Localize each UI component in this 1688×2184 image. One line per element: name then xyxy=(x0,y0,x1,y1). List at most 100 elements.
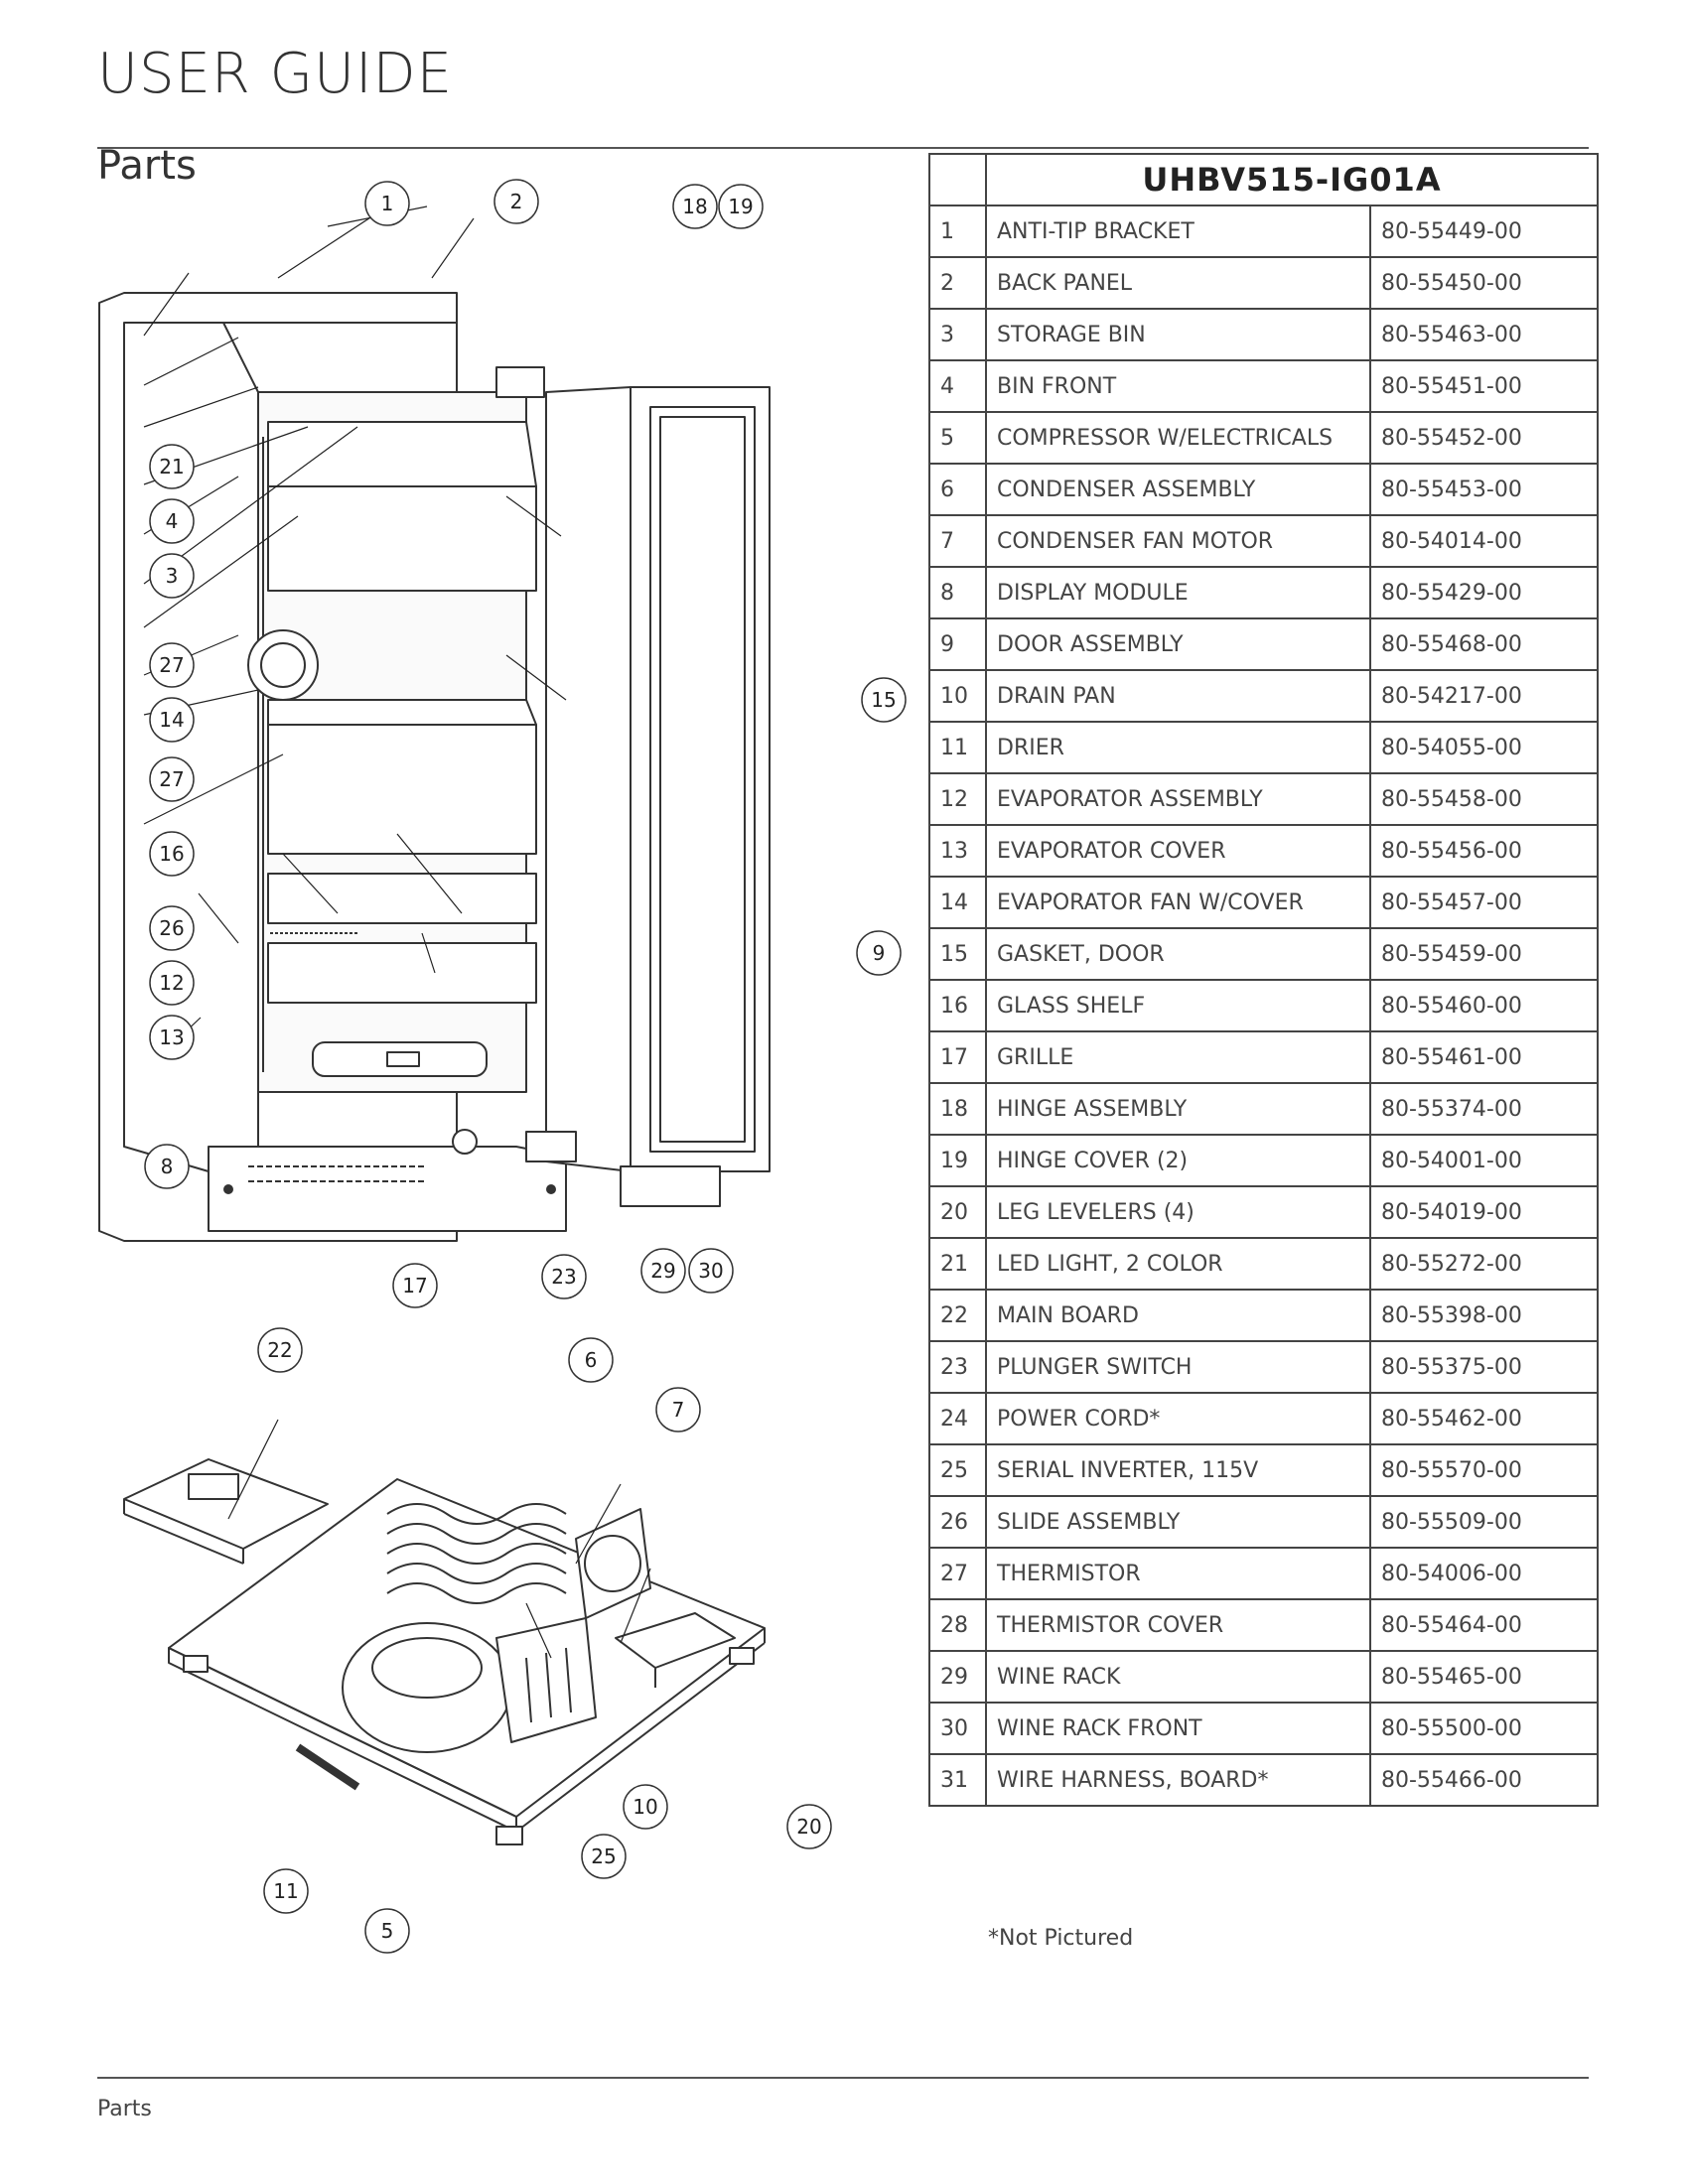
part-index: 3 xyxy=(928,308,987,361)
part-number: 80-54006-00 xyxy=(1369,1547,1599,1600)
part-name: EVAPORATOR COVER xyxy=(985,824,1371,878)
part-name: BIN FRONT xyxy=(985,359,1371,413)
svg-text:23: 23 xyxy=(551,1265,576,1289)
part-index: 26 xyxy=(928,1495,987,1549)
part-number: 80-54014-00 xyxy=(1369,514,1599,568)
svg-text:22: 22 xyxy=(267,1338,292,1362)
condenser-coil xyxy=(386,1503,567,1604)
section-title: Parts xyxy=(97,143,197,189)
page-title: USER GUIDE xyxy=(97,42,454,106)
part-index: 11 xyxy=(928,721,987,774)
part-name: COMPRESSOR W/ELECTRICALS xyxy=(985,411,1371,465)
part-index: 7 xyxy=(928,514,987,568)
part-index: 29 xyxy=(928,1650,987,1704)
part-number: 80-55463-00 xyxy=(1369,308,1599,361)
part-name: CONDENSER ASSEMBLY xyxy=(985,463,1371,516)
part-number: 80-55468-00 xyxy=(1369,617,1599,671)
part-number: 80-55460-00 xyxy=(1369,979,1599,1032)
part-name: DRAIN PAN xyxy=(985,669,1371,723)
part-number: 80-55429-00 xyxy=(1369,566,1599,619)
part-number: 80-55461-00 xyxy=(1369,1030,1599,1084)
part-number: 80-55451-00 xyxy=(1369,359,1599,413)
svg-text:6: 6 xyxy=(585,1348,598,1372)
part-index: 28 xyxy=(928,1598,987,1652)
svg-text:10: 10 xyxy=(633,1795,657,1819)
table-header-row: UHBV515-IG01A xyxy=(928,153,1599,206)
part-name: LEG LEVELERS (4) xyxy=(985,1185,1371,1239)
svg-text:21: 21 xyxy=(159,455,184,478)
part-index: 19 xyxy=(928,1134,987,1187)
svg-text:19: 19 xyxy=(728,195,753,218)
cooling-deck-drawing xyxy=(123,1458,766,1845)
part-number: 80-54001-00 xyxy=(1369,1134,1599,1187)
part-index: 31 xyxy=(928,1753,987,1807)
svg-text:26: 26 xyxy=(159,916,184,940)
part-name: THERMISTOR COVER xyxy=(985,1598,1371,1652)
part-index: 30 xyxy=(928,1702,987,1755)
part-index: 1 xyxy=(928,205,987,258)
part-name: DRIER xyxy=(985,721,1371,774)
part-index: 13 xyxy=(928,824,987,878)
svg-text:4: 4 xyxy=(166,509,179,533)
part-name: WINE RACK FRONT xyxy=(985,1702,1371,1755)
part-number: 80-55450-00 xyxy=(1369,256,1599,310)
part-number: 80-55452-00 xyxy=(1369,411,1599,465)
svg-text:7: 7 xyxy=(672,1398,685,1422)
part-index: 10 xyxy=(928,669,987,723)
part-number: 80-54019-00 xyxy=(1369,1185,1599,1239)
part-index: 5 xyxy=(928,411,987,465)
part-number: 80-55375-00 xyxy=(1369,1340,1599,1394)
part-index: 22 xyxy=(928,1289,987,1342)
svg-text:5: 5 xyxy=(381,1919,394,1943)
part-number: 80-55570-00 xyxy=(1369,1443,1599,1497)
part-index: 23 xyxy=(928,1340,987,1394)
svg-text:29: 29 xyxy=(650,1259,675,1283)
svg-text:16: 16 xyxy=(159,842,184,866)
part-name: THERMISTOR xyxy=(985,1547,1371,1600)
svg-text:15: 15 xyxy=(871,688,896,712)
svg-text:27: 27 xyxy=(159,653,184,677)
part-name: SERIAL INVERTER, 115V xyxy=(985,1443,1371,1497)
part-index: 20 xyxy=(928,1185,987,1239)
part-name: WIRE HARNESS, BOARD* xyxy=(985,1753,1371,1807)
part-number: 80-55458-00 xyxy=(1369,772,1599,826)
svg-text:14: 14 xyxy=(159,708,184,732)
part-number: 80-55453-00 xyxy=(1369,463,1599,516)
part-index: 27 xyxy=(928,1547,987,1600)
part-index: 17 xyxy=(928,1030,987,1084)
part-number: 80-54055-00 xyxy=(1369,721,1599,774)
part-name: CONDENSER FAN MOTOR xyxy=(985,514,1371,568)
part-index: 9 xyxy=(928,617,987,671)
svg-text:25: 25 xyxy=(591,1844,616,1868)
part-name: HINGE COVER (2) xyxy=(985,1134,1371,1187)
svg-text:1: 1 xyxy=(381,192,394,215)
part-index: 16 xyxy=(928,979,987,1032)
part-name: EVAPORATOR ASSEMBLY xyxy=(985,772,1371,826)
part-name: DOOR ASSEMBLY xyxy=(985,617,1371,671)
part-number: 80-55456-00 xyxy=(1369,824,1599,878)
part-name: ANTI-TIP BRACKET xyxy=(985,205,1371,258)
part-index: 21 xyxy=(928,1237,987,1291)
svg-text:3: 3 xyxy=(166,564,179,588)
part-name: GASKET, DOOR xyxy=(985,927,1371,981)
part-index: 14 xyxy=(928,876,987,929)
